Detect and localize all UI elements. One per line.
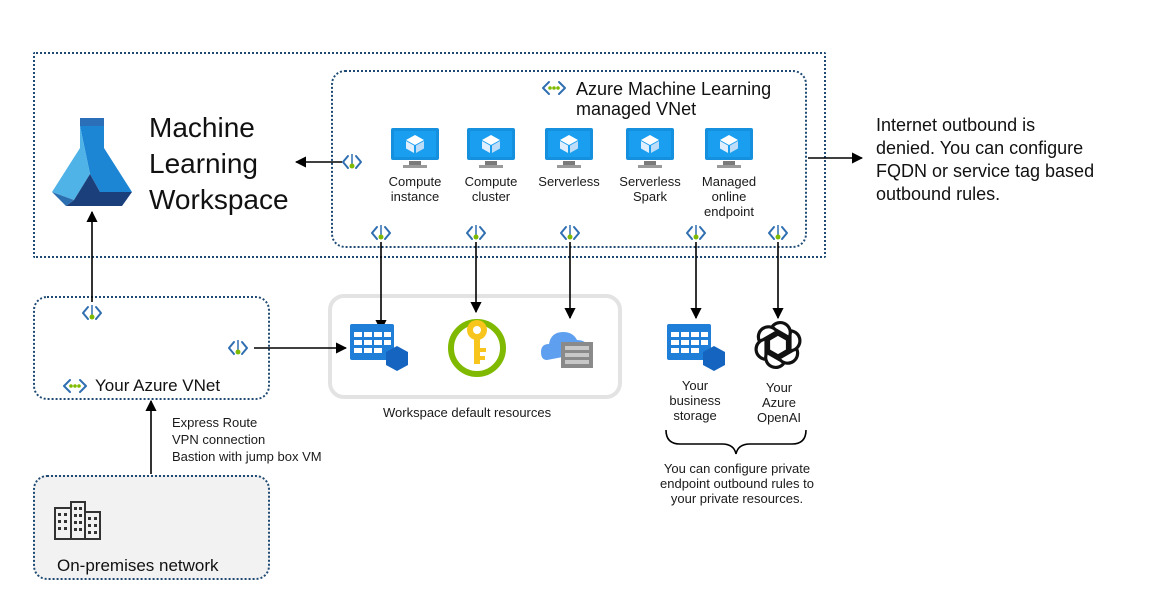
private-endpoint-icon	[228, 340, 248, 355]
business-storage-label: Your business storage	[669, 378, 721, 423]
serverless-spark-icon	[626, 128, 674, 168]
private-endpoint-icon	[560, 225, 580, 240]
onprem-label: On-premises network	[57, 556, 219, 575]
building-icon	[54, 501, 101, 540]
private-endpoint-icon	[768, 225, 788, 240]
private-endpoint-icon	[342, 154, 362, 169]
private-resources-brace	[665, 429, 807, 455]
storage-account-icon	[350, 324, 408, 371]
private-endpoint-icon	[466, 225, 486, 240]
machine-learning-icon	[52, 118, 132, 206]
compute-cluster-icon	[467, 128, 515, 168]
default-resources-group	[328, 294, 622, 399]
serverless-icon	[545, 128, 593, 168]
container-registry-icon	[541, 332, 593, 368]
private-endpoint-icon	[371, 225, 391, 240]
managed-online-endpoint-icon	[705, 128, 753, 168]
private-endpoint-icon	[82, 305, 102, 320]
managed-vnet-title: Azure Machine Learning managed VNet	[576, 79, 772, 119]
your-vnet-label: Your Azure VNet	[95, 376, 221, 395]
onprem-boundary	[33, 475, 270, 580]
vnet-icon	[63, 379, 87, 393]
openai-icon	[754, 320, 802, 370]
workspace-outer-boundary	[33, 52, 826, 258]
serverless-label: Serverless	[538, 174, 600, 189]
workspace-title: Machine Learning Workspace	[149, 112, 289, 215]
key-vault-icon	[448, 319, 506, 377]
default-resources-label: Workspace default resources	[383, 405, 552, 420]
business-storage-icon	[667, 324, 725, 371]
private-endpoint-icon	[686, 225, 706, 240]
private-endpoint-note: You can configure private endpoint outbo…	[660, 461, 814, 506]
vnet-icon	[542, 81, 566, 95]
compute-instance-icon	[391, 128, 439, 168]
managed-vnet-boundary	[331, 70, 807, 248]
internet-outbound-note: Internet outbound is denied. You can con…	[876, 115, 1095, 204]
azure-openai-label: Your Azure OpenAI	[756, 380, 802, 425]
connection-notes: Express Route VPN connection Bastion wit…	[172, 415, 322, 464]
